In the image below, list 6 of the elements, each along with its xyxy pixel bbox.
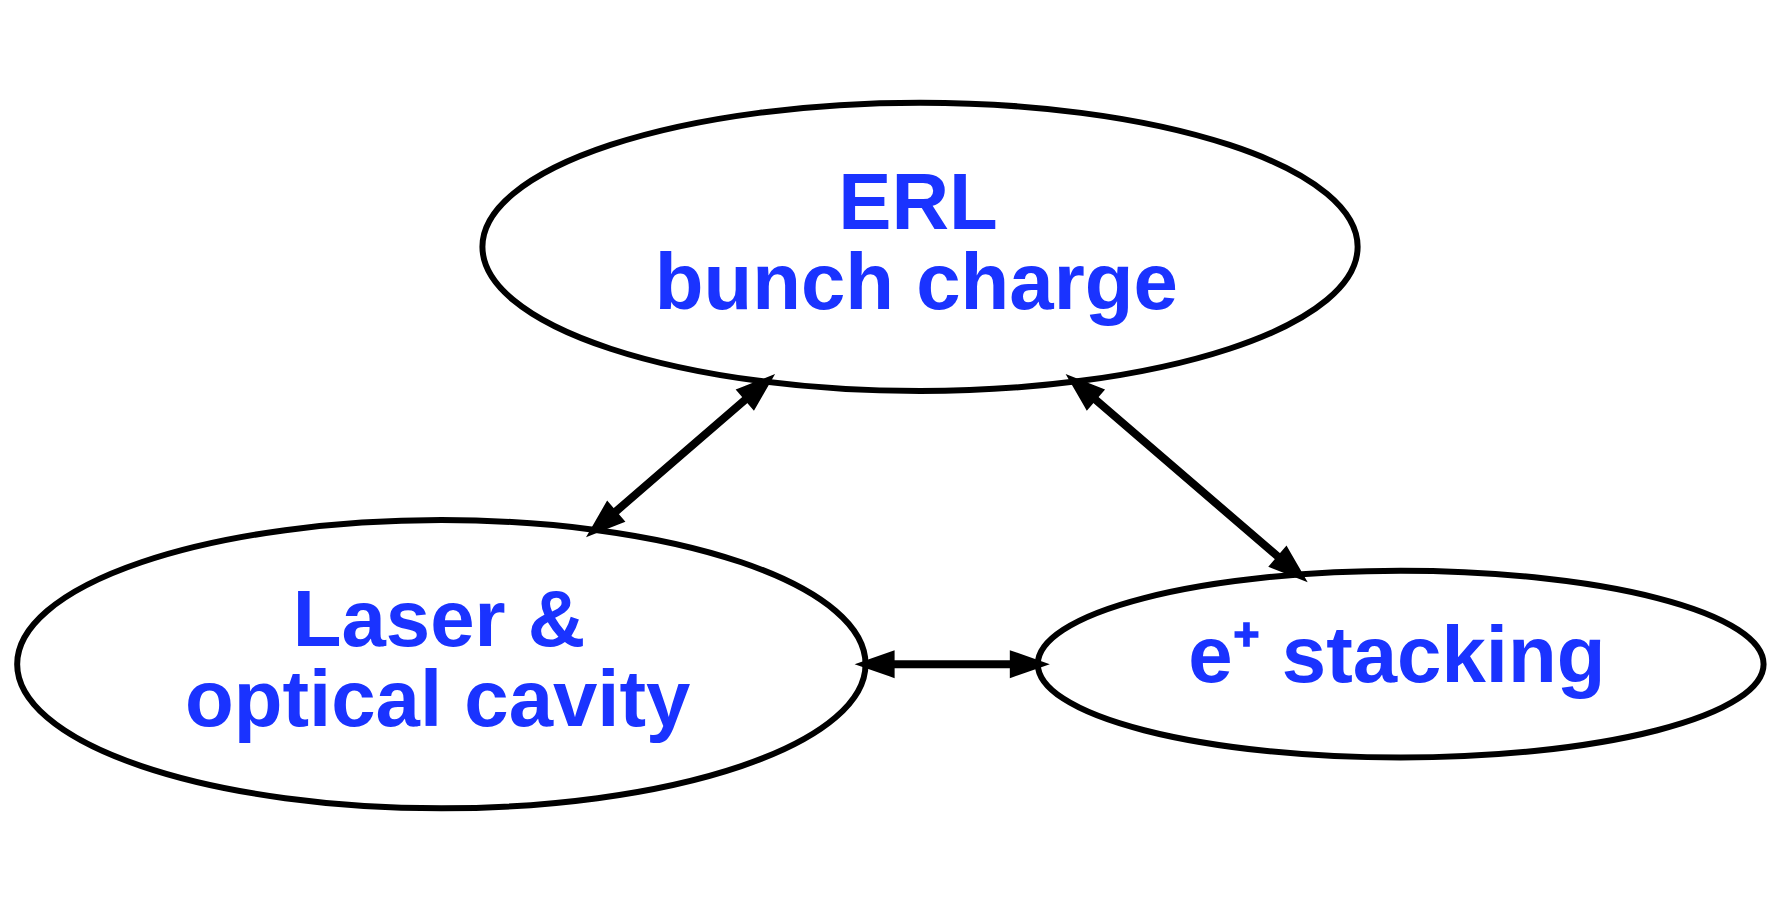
node-ellipse: ERL bunch charge [479, 99, 1361, 394]
arrow [586, 373, 776, 537]
node-ellipse: e⁺ stacking [1034, 567, 1767, 761]
arrow [854, 649, 1050, 678]
arrow [1065, 373, 1308, 582]
node-ellipse: Laser & optical cavity [14, 516, 869, 811]
